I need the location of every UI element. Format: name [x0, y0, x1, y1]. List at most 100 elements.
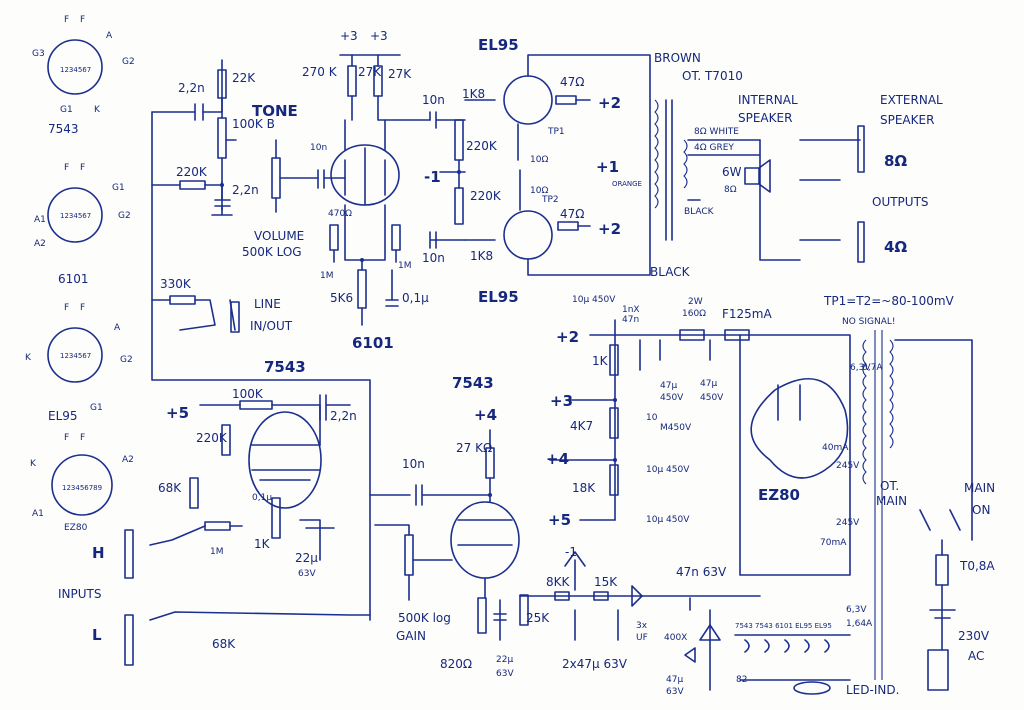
- svg-text:K: K: [30, 459, 37, 469]
- svg-text:100K: 100K: [232, 387, 264, 401]
- svg-text:INPUTS: INPUTS: [58, 587, 101, 601]
- svg-text:0,1µ: 0,1µ: [252, 493, 272, 503]
- svg-text:G1: G1: [90, 403, 103, 413]
- svg-text:27 KΩ: 27 KΩ: [456, 441, 492, 455]
- svg-text:+2: +2: [598, 94, 621, 112]
- svg-text:A: A: [114, 323, 121, 333]
- svg-text:ON: ON: [972, 503, 990, 517]
- svg-text:27K: 27K: [358, 65, 382, 79]
- svg-text:68K: 68K: [158, 481, 182, 495]
- svg-text:230V: 230V: [958, 629, 990, 643]
- svg-text:K: K: [94, 105, 101, 115]
- svg-text:10: 10: [646, 413, 658, 423]
- svg-text:1,64A: 1,64A: [846, 619, 873, 629]
- svg-text:H: H: [92, 544, 105, 562]
- svg-text:OUTPUTS: OUTPUTS: [872, 195, 929, 209]
- svg-text:6,3V: 6,3V: [850, 363, 871, 373]
- svg-text:22µ: 22µ: [295, 551, 318, 565]
- svg-text:NO SIGNAL!: NO SIGNAL!: [842, 317, 896, 327]
- svg-text:7543 7543 6101 EL95 EL95: 7543 7543 6101 EL95 EL95: [735, 622, 832, 630]
- svg-text:70mA: 70mA: [820, 538, 847, 548]
- svg-text:8Ω WHITE: 8Ω WHITE: [694, 127, 739, 137]
- svg-text:47µ: 47µ: [700, 379, 717, 389]
- svg-text:8Ω: 8Ω: [724, 185, 737, 195]
- svg-text:10Ω: 10Ω: [530, 155, 548, 165]
- svg-text:SPEAKER: SPEAKER: [738, 111, 792, 125]
- svg-text:0,7A: 0,7A: [862, 363, 883, 373]
- svg-text:123456789: 123456789: [62, 484, 102, 492]
- svg-text:TONE: TONE: [252, 102, 298, 120]
- svg-text:5K6: 5K6: [330, 291, 353, 305]
- svg-text:EL95: EL95: [48, 409, 78, 423]
- svg-text:G2: G2: [120, 355, 133, 365]
- svg-text:G1: G1: [60, 105, 73, 115]
- tube-7543-gain: 7543 +4 27 KΩ 10n 500K log GAIN 820Ω 22µ…: [369, 374, 550, 679]
- svg-text:+1: +1: [596, 158, 619, 176]
- svg-text:EZ80: EZ80: [758, 486, 800, 504]
- svg-text:15K: 15K: [594, 575, 618, 589]
- svg-text:1K: 1K: [254, 537, 271, 551]
- svg-text:22K: 22K: [232, 71, 256, 85]
- svg-text:4Ω: 4Ω: [884, 238, 907, 256]
- svg-text:F: F: [64, 303, 69, 313]
- svg-text:500K LOG: 500K LOG: [242, 245, 302, 259]
- svg-text:1M: 1M: [210, 547, 224, 557]
- svg-text:+2: +2: [598, 220, 621, 238]
- svg-text:220K: 220K: [176, 165, 208, 179]
- svg-text:A: A: [106, 31, 113, 41]
- svg-text:0,1µ: 0,1µ: [402, 291, 429, 305]
- svg-text:160Ω: 160Ω: [682, 309, 706, 319]
- tube-7543-input: 7543 +5 100K 2,2n 220K 68K 0,1µ 1M 1K 22…: [149, 358, 371, 651]
- svg-text:MAIN: MAIN: [876, 494, 907, 508]
- svg-text:8Ω: 8Ω: [884, 152, 907, 170]
- svg-text:2,2n: 2,2n: [330, 409, 357, 423]
- svg-text:450V: 450V: [700, 393, 724, 403]
- svg-text:IN/OUT: IN/OUT: [250, 319, 293, 333]
- svg-text:68K: 68K: [212, 637, 236, 651]
- svg-text:63V: 63V: [666, 687, 684, 697]
- svg-text:TP2: TP2: [541, 195, 559, 205]
- svg-text:+3: +3: [340, 29, 358, 43]
- svg-text:47µ: 47µ: [666, 675, 683, 685]
- svg-text:F: F: [80, 163, 85, 173]
- svg-text:TP1: TP1: [547, 127, 565, 137]
- bias-supply: -1 8KK 15K 47n 63V 2x47µ 63V 3x UF 400X …: [519, 545, 899, 697]
- svg-text:47Ω: 47Ω: [560, 75, 584, 89]
- svg-text:AC: AC: [968, 649, 984, 663]
- rectifier-mains: TP1=T2=~80-100mV NO SIGNAL! EZ80 OT. MAI…: [739, 294, 995, 691]
- svg-text:G1: G1: [112, 183, 125, 193]
- inputs: H INPUTS L: [58, 529, 134, 666]
- svg-text:245V: 245V: [836, 518, 860, 528]
- svg-text:330K: 330K: [160, 277, 192, 291]
- svg-text:6,3V: 6,3V: [846, 605, 867, 615]
- svg-text:100K B: 100K B: [232, 117, 275, 131]
- svg-text:820Ω: 820Ω: [440, 657, 472, 671]
- hv-supply: 10µ 450V 1nX 47n 2W 160Ω F125mA +2 1K +3…: [546, 295, 772, 529]
- svg-text:A1: A1: [34, 215, 46, 225]
- svg-text:M450V: M450V: [660, 423, 692, 433]
- svg-text:47µ: 47µ: [660, 381, 677, 391]
- svg-text:47n: 47n: [622, 315, 639, 325]
- svg-text:220K: 220K: [196, 431, 228, 445]
- tone-stack: 2,2n 22K TONE 100K B 220K 2,2n VOLUME 50…: [151, 59, 371, 621]
- svg-text:4K7: 4K7: [570, 419, 593, 433]
- svg-text:22µ: 22µ: [496, 655, 513, 665]
- svg-text:-1: -1: [424, 168, 441, 186]
- svg-text:2,2n: 2,2n: [232, 183, 259, 197]
- svg-text:63V: 63V: [298, 569, 316, 579]
- svg-text:L: L: [92, 626, 102, 644]
- line-io: 330K LINE IN/OUT: [151, 277, 293, 333]
- svg-text:500K log: 500K log: [398, 611, 451, 625]
- svg-text:F: F: [80, 303, 85, 313]
- pinout-ez80: F F K A2 A1 123456789 EZ80: [30, 433, 134, 533]
- svg-text:INTERNAL: INTERNAL: [738, 93, 798, 107]
- svg-text:+3: +3: [370, 29, 388, 43]
- svg-text:220K: 220K: [470, 189, 502, 203]
- svg-text:VOLUME: VOLUME: [254, 229, 304, 243]
- svg-text:MAIN: MAIN: [964, 481, 995, 495]
- tube-6101: 270 K 27K 27K +3 +3 10n 470Ω 1M 1M 5K6 0…: [302, 29, 431, 352]
- svg-text:2,2n: 2,2n: [178, 81, 205, 95]
- svg-text:K: K: [25, 353, 32, 363]
- svg-text:G2: G2: [118, 211, 131, 221]
- svg-text:1K8: 1K8: [470, 249, 493, 263]
